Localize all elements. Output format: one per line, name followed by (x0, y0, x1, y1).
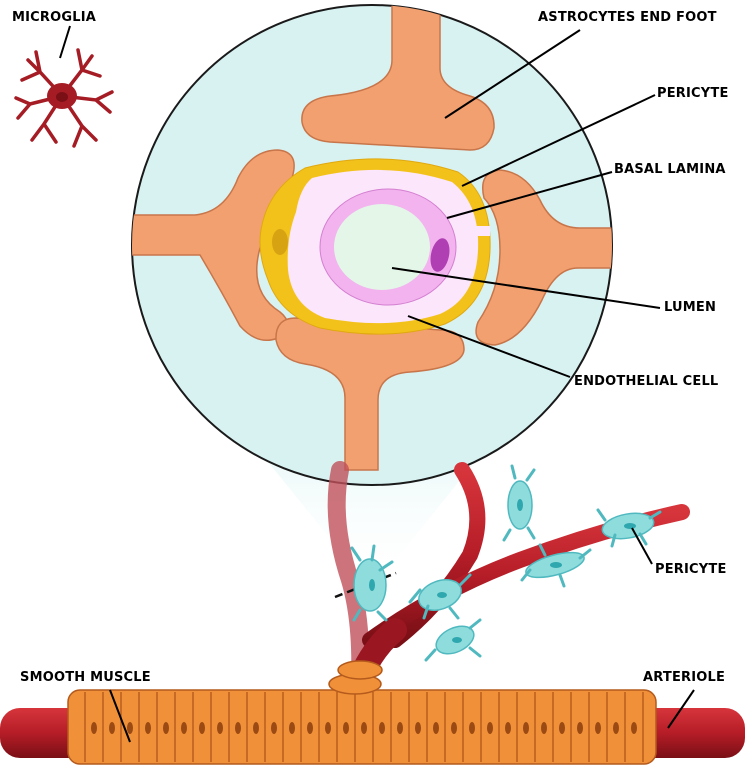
label-endothelial-cell: ENDOTHELIAL CELL (574, 374, 718, 389)
label-microglia: MICROGLIA (12, 10, 96, 25)
smooth-muscle-sheath (68, 661, 656, 764)
lumen (334, 204, 430, 290)
label-pericyte-bottom: PERICYTE (655, 562, 727, 577)
label-astrocytes-end-foot: ASTROCYTES END FOOT (538, 10, 717, 25)
label-lumen: LUMEN (664, 300, 716, 315)
label-arteriole: ARTERIOLE (643, 670, 725, 685)
pericyte-nucleus (272, 229, 288, 255)
label-pericyte-top: PERICYTE (657, 86, 729, 101)
label-smooth-muscle: SMOOTH MUSCLE (20, 670, 151, 685)
microglia-cell (16, 50, 112, 146)
capillary-cross-section (100, 0, 650, 485)
label-basal-lamina: BASAL LAMINA (614, 162, 726, 177)
